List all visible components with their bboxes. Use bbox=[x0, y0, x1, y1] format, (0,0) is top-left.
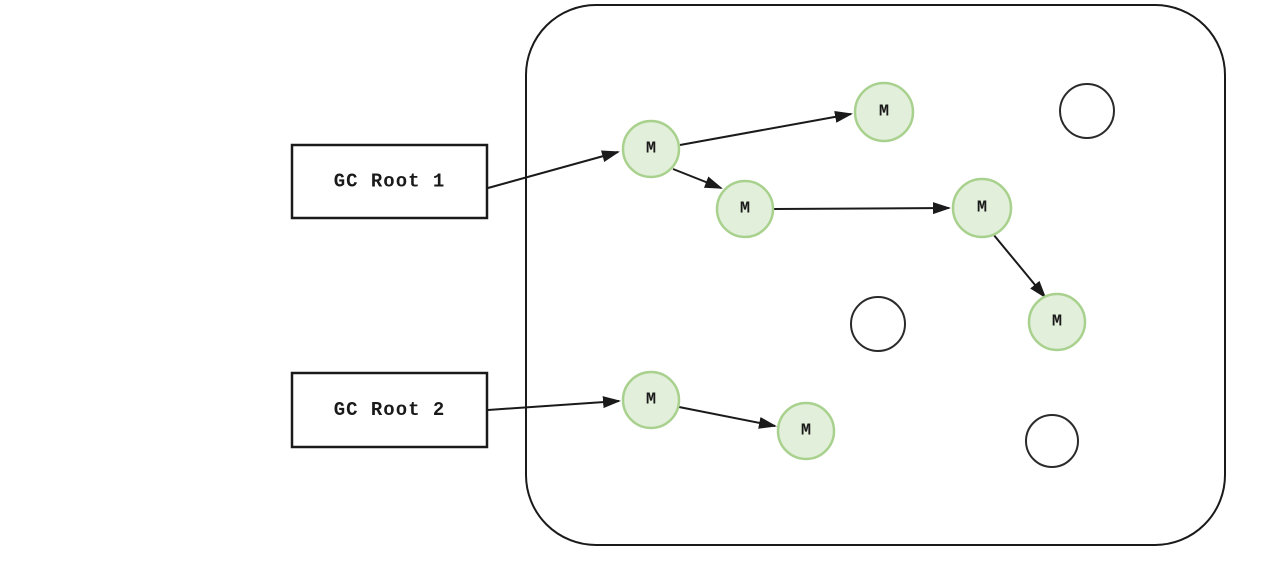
marked-object-label: M bbox=[801, 422, 811, 441]
heap-layer bbox=[525, 4, 1226, 546]
reference-arrow-m6-to-m7 bbox=[678, 406, 777, 429]
arrows-layer bbox=[487, 110, 1047, 429]
unmarked-object-circle-u2 bbox=[850, 296, 906, 352]
marked-object-label: M bbox=[740, 200, 750, 219]
marked-object-circle bbox=[853, 81, 915, 143]
gc-root-label: GC Root 1 bbox=[334, 171, 446, 193]
gc-root-label: GC Root 2 bbox=[334, 399, 446, 421]
gc-root-box-root2: GC Root 2 bbox=[290, 371, 489, 449]
marked-object-circle bbox=[951, 177, 1013, 239]
marked-object-circle bbox=[621, 370, 681, 430]
marked-object-node-m7: M bbox=[776, 401, 836, 461]
marked-object-node-m6: M bbox=[621, 370, 681, 430]
marked-object-node-m2: M bbox=[715, 179, 775, 239]
marked-object-node-m1: M bbox=[621, 119, 681, 179]
marked-object-label: M bbox=[879, 103, 889, 122]
reference-arrow-root2-to-m6 bbox=[487, 396, 621, 411]
marked-object-circle bbox=[621, 119, 681, 179]
unmarked-object-circle-u3 bbox=[1025, 414, 1079, 468]
marked-object-circle bbox=[776, 401, 836, 461]
marked-object-label: M bbox=[646, 140, 656, 159]
gc-root-rect bbox=[290, 143, 489, 220]
reference-arrow-root1-to-m1 bbox=[487, 150, 620, 189]
marked-object-label: M bbox=[646, 391, 656, 410]
marked-object-node-m3: M bbox=[853, 81, 915, 143]
marked-object-label: M bbox=[977, 199, 987, 218]
marked-object-node-m5: M bbox=[1027, 292, 1087, 352]
reference-arrow-m2-to-m4 bbox=[773, 202, 951, 215]
gc-root-box-root1: GC Root 1 bbox=[290, 143, 489, 220]
nodes-layer: M M M M M M M bbox=[621, 81, 1115, 468]
marked-object-circle bbox=[715, 179, 775, 239]
heap-region bbox=[525, 4, 1226, 546]
marked-object-label: M bbox=[1052, 313, 1062, 332]
reference-arrow-m1-to-m3 bbox=[679, 110, 853, 146]
roots-layer: GC Root 1 GC Root 2 bbox=[290, 143, 489, 449]
reference-arrow-m1-to-m2 bbox=[672, 168, 723, 189]
marked-object-node-m4: M bbox=[951, 177, 1013, 239]
unmarked-object-circle-u1 bbox=[1059, 83, 1115, 139]
gc-root-rect bbox=[290, 371, 489, 449]
reference-arrow-m4-to-m5 bbox=[992, 233, 1047, 299]
marked-object-circle bbox=[1027, 292, 1087, 352]
